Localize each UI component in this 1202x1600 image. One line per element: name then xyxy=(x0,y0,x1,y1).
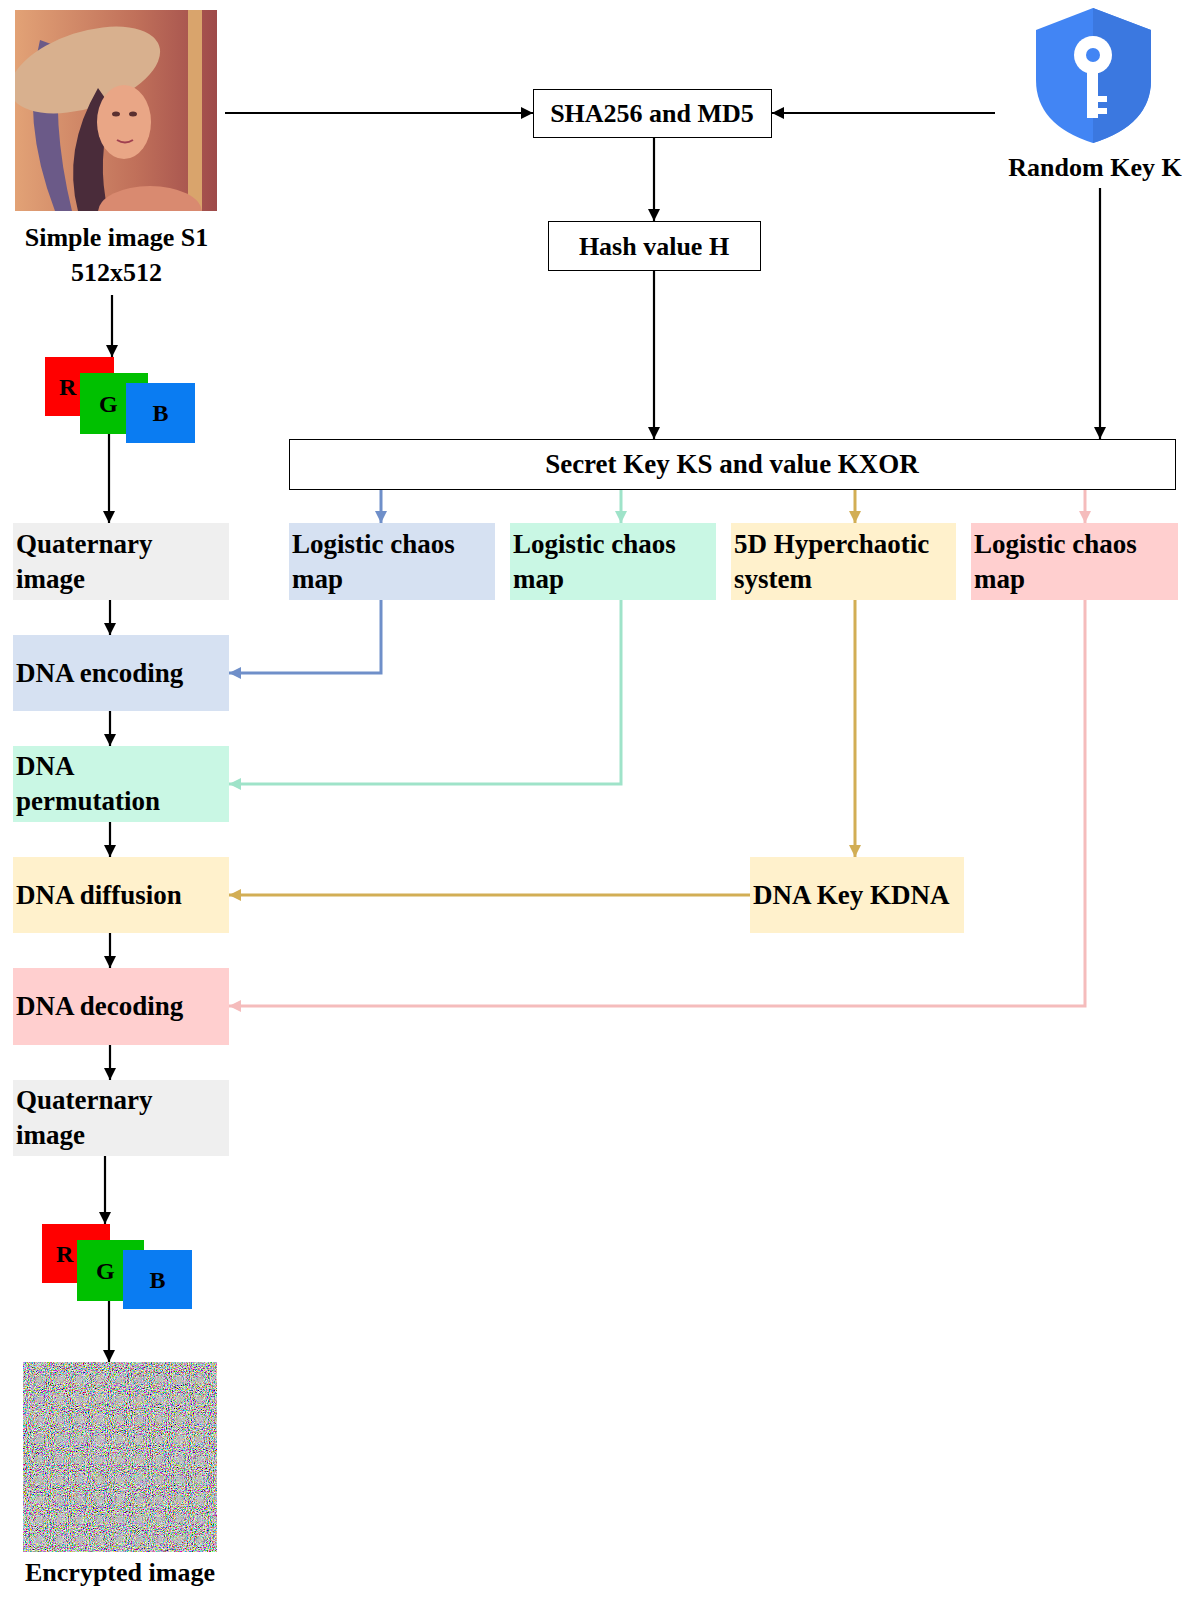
arrow-connector xyxy=(380,490,383,523)
arrow-connector xyxy=(109,711,111,746)
process-box: DNA decoding xyxy=(13,968,229,1045)
node-label: Random Key K xyxy=(1008,152,1181,184)
node-label: DNA encoding xyxy=(16,656,183,691)
node-label: DNA decoding xyxy=(16,989,183,1024)
secret-key-box: Secret Key KS and value KXOR xyxy=(289,439,1176,490)
arrow-connector xyxy=(1084,490,1087,523)
node-label: 5D Hyperchaotic system xyxy=(734,527,952,597)
arrow-connector xyxy=(104,1156,106,1224)
node-label: DNA permutation xyxy=(16,749,186,819)
chaos-map-box: Logistic chaos map xyxy=(510,523,716,600)
photo-eye xyxy=(112,112,120,117)
arrow-connector xyxy=(229,600,621,784)
arrow-connector xyxy=(109,1045,111,1080)
process-box: DNA permutation xyxy=(13,746,229,822)
photo-eye xyxy=(129,112,137,117)
node-label: Logistic chaos map xyxy=(974,527,1174,597)
node-label: Encrypted image xyxy=(25,1558,215,1588)
node-label: Logistic chaos map xyxy=(292,527,491,597)
key-tooth xyxy=(1098,108,1107,114)
node-label: B xyxy=(152,399,168,427)
arrow-connector xyxy=(854,600,857,857)
dna-key-box: DNA Key KDNA xyxy=(750,857,964,933)
photo-shoulder xyxy=(98,186,202,211)
node-label: Hash value H xyxy=(579,229,729,264)
node-label: B xyxy=(149,1266,165,1294)
arrow-connector xyxy=(225,112,533,114)
arrow-connector xyxy=(229,894,750,897)
arrow-connector xyxy=(109,600,111,635)
shield-shade xyxy=(1093,8,1151,143)
photo-frame-bar xyxy=(188,10,202,211)
arrow-connector xyxy=(772,112,995,114)
arrow-connector xyxy=(109,933,111,968)
arrow-connector xyxy=(653,271,655,439)
node-label: R xyxy=(59,373,76,401)
arrow-connector xyxy=(653,138,655,221)
node-label: DNA Key KDNA xyxy=(753,878,950,913)
arrow-connector xyxy=(108,1301,110,1362)
photo-face xyxy=(97,85,151,159)
arrow-connector xyxy=(620,490,623,523)
chaos-map-box: Logistic chaos map xyxy=(971,523,1178,600)
node-label: Secret Key KS and value KXOR xyxy=(545,447,919,482)
key-bow xyxy=(1074,36,1112,74)
node-label: G xyxy=(96,1257,115,1285)
process-box: DNA diffusion xyxy=(13,857,229,933)
arrow-connector xyxy=(109,822,111,857)
arrow-connector xyxy=(229,600,1085,1006)
image-state-box: Quaternary image xyxy=(13,1080,229,1156)
node-label: SHA256 and MD5 xyxy=(550,96,754,131)
key-hole xyxy=(1086,48,1100,62)
encrypted-noise-image xyxy=(23,1362,217,1552)
node-label: R xyxy=(56,1240,73,1268)
channel-square: B xyxy=(123,1250,192,1309)
node-label: G xyxy=(99,390,118,418)
arrow-connector xyxy=(854,490,857,523)
node-label: DNA diffusion xyxy=(16,878,182,913)
node-label: Quaternary image xyxy=(16,527,186,597)
chaos-system-box: 5D Hyperchaotic system xyxy=(731,523,956,600)
key-icon-node: Random Key K xyxy=(995,8,1195,188)
channel-square: B xyxy=(126,383,195,443)
sample-photo xyxy=(15,10,217,211)
hash-function-box: SHA256 and MD5 xyxy=(533,89,772,138)
key-shaft xyxy=(1087,70,1098,118)
photo-mouth xyxy=(117,140,133,143)
arrow-connector xyxy=(111,295,113,357)
arrow-connector xyxy=(108,434,110,523)
hash-value-box: Hash value H xyxy=(548,221,761,271)
key-tooth xyxy=(1098,96,1107,102)
node-label: Logistic chaos map xyxy=(513,527,712,597)
key-shield-icon xyxy=(1036,8,1151,143)
chaos-map-box: Logistic chaos map xyxy=(289,523,495,600)
shield-shape xyxy=(1036,8,1151,143)
node-label: Quaternary image xyxy=(16,1083,186,1153)
process-box: DNA encoding xyxy=(13,635,229,711)
arrow-connector xyxy=(229,600,381,673)
image-state-box: Quaternary image xyxy=(13,523,229,600)
node-label: Simple image S1 512x512 xyxy=(9,220,224,290)
image-node: Simple image S1 512x512 xyxy=(8,10,225,295)
arrow-connector xyxy=(1099,188,1101,439)
image-node: Encrypted image xyxy=(13,1362,227,1588)
